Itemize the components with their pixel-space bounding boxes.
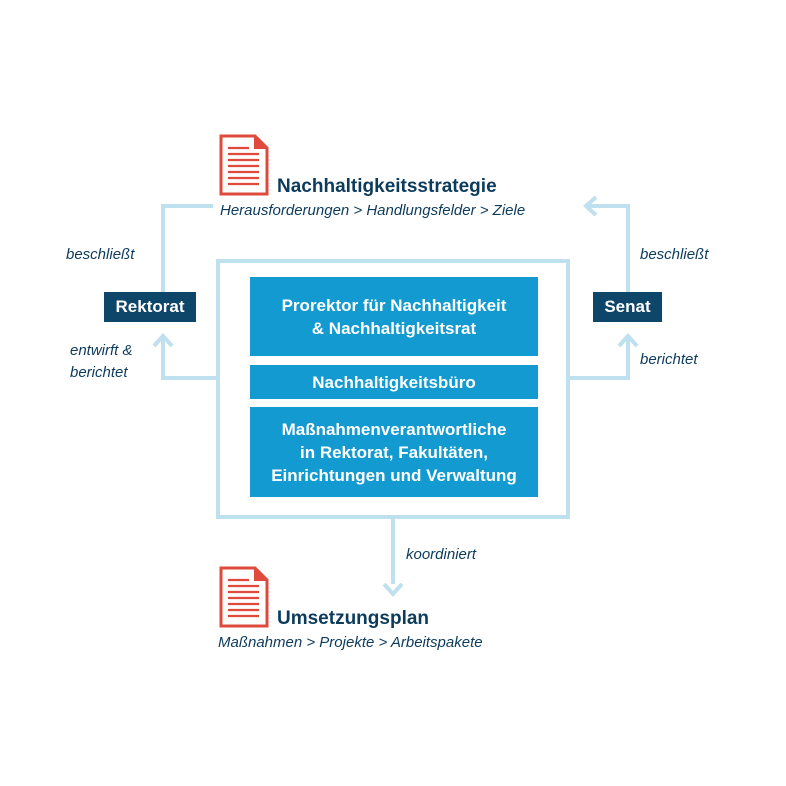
- connector-entwirft: [161, 338, 218, 380]
- arrowhead-rektorat: [152, 333, 174, 348]
- plan-title: Umsetzungsplan: [277, 608, 430, 629]
- strategy-subtitle: Herausforderungen > Handlungsfelder > Zi…: [220, 202, 526, 219]
- label-entwirft-line1: entwirft &: [70, 342, 133, 359]
- arrowhead-plan: [382, 582, 404, 597]
- connector-senat-beschliesst: [588, 204, 630, 292]
- org-box-massnahmen-line1: Maßnahmenverantwortliche: [281, 419, 507, 439]
- document-icon: [219, 134, 269, 196]
- org-box-massnahmen: Maßnahmenverantwortliche in Rektorat, Fa…: [250, 407, 538, 497]
- org-box-massnahmen-line2: in Rektorat, Fakultäten,: [300, 442, 488, 462]
- org-box-prorektor-line1: Prorektor für Nachhaltigkeit: [281, 295, 507, 315]
- label-koordiniert: koordiniert: [406, 546, 477, 563]
- document-icon: [219, 566, 269, 628]
- connector-rektorat-beschliesst: [161, 204, 213, 292]
- org-box-massnahmen-line3: Einrichtungen und Verwaltung: [271, 465, 517, 485]
- actor-rektorat: Rektorat: [104, 292, 196, 322]
- label-rektorat-beschliesst: beschließt: [66, 246, 135, 263]
- connector-berichtet: [568, 338, 630, 380]
- label-entwirft-line2: berichtet: [70, 364, 128, 381]
- label-berichtet: berichtet: [640, 351, 698, 368]
- org-box-buero-label: Nachhaltigkeitsbüro: [312, 372, 476, 392]
- strategy-title: Nachhaltigkeitsstrategie: [277, 176, 497, 197]
- arrowhead-strategy-right: [583, 195, 598, 217]
- org-box-prorektor: Prorektor für Nachhaltigkeit & Nachhalti…: [250, 277, 538, 356]
- org-box-prorektor-line2: & Nachhaltigkeitsrat: [311, 318, 477, 338]
- org-box-buero: Nachhaltigkeitsbüro: [250, 365, 538, 399]
- arrowhead-senat: [617, 333, 639, 348]
- actor-senat: Senat: [593, 292, 662, 322]
- plan-subtitle: Maßnahmen > Projekte > Arbeitspakete: [218, 634, 483, 651]
- label-senat-beschliesst: beschließt: [640, 246, 709, 263]
